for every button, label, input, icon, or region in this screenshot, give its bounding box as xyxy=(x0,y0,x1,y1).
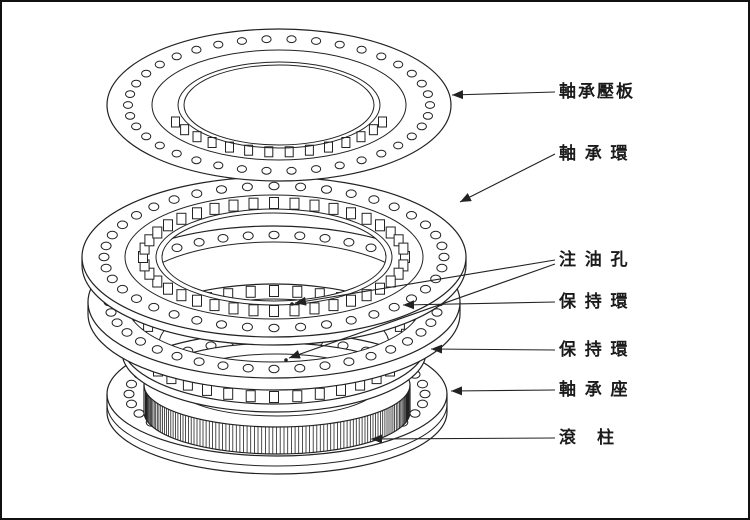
label-bearing-ring: 軸 承 環 xyxy=(559,144,630,163)
label-retaining-ring-lower: 保 持 環 xyxy=(559,340,630,359)
label-roller: 滾 柱 xyxy=(559,428,616,447)
leader-lines xyxy=(288,90,556,444)
label-retaining-ring-upper: 保 持 環 xyxy=(559,292,630,311)
label-oil-injection-hole: 注 油 孔 xyxy=(559,250,630,269)
label-bearing-seat: 軸 承 座 xyxy=(559,380,630,399)
pressure-plate-drawing xyxy=(106,28,452,182)
oil-holes-drawing xyxy=(284,302,294,362)
bearing-ring-upper-drawing xyxy=(81,176,467,346)
label-bearing-pressure-plate: 軸承壓板 xyxy=(559,82,635,101)
